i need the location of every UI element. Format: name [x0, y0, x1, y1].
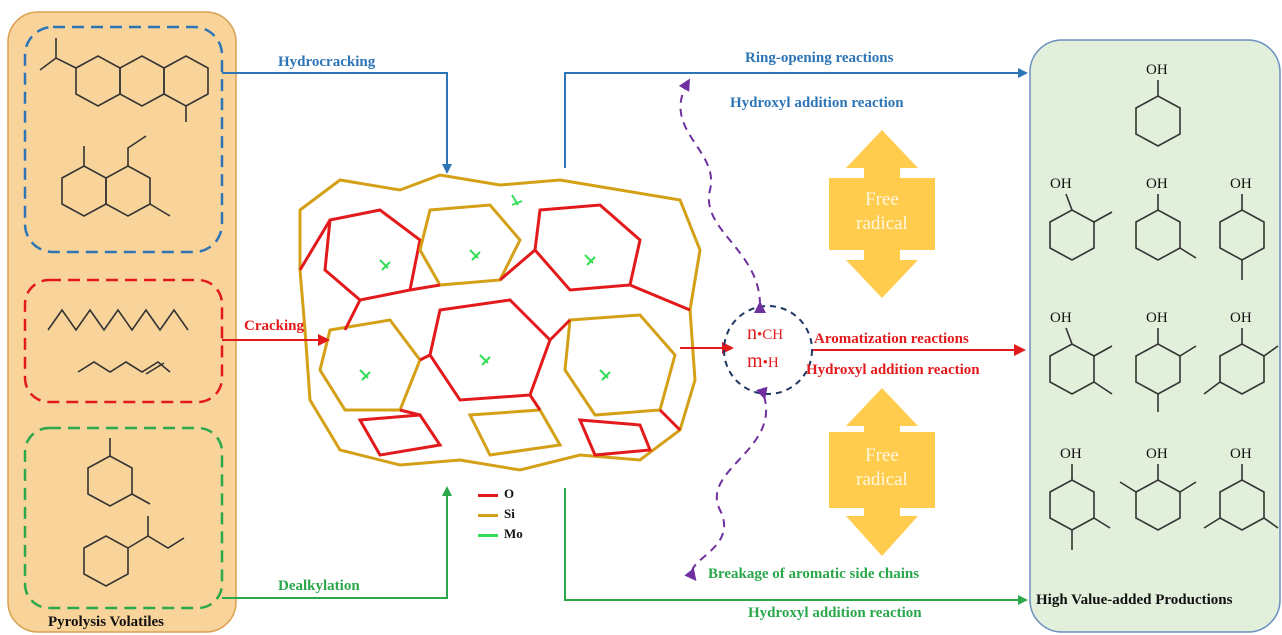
right-panel [1029, 39, 1281, 633]
phenolic-products [1049, 80, 1279, 550]
h-radical: m•H [747, 350, 779, 373]
ring-opening-label: Ring-opening reactions [745, 50, 894, 66]
dealkylation-arrow [222, 486, 452, 599]
right-panel-title: High Value-added Productions [1036, 592, 1233, 608]
free-radical-line2: radical [856, 469, 908, 490]
isopropyl-methylphenanthrene [39, 38, 209, 122]
purple-curve-top [678, 78, 767, 314]
ring-opening-arrow [564, 68, 1028, 168]
radical-dot: • [762, 355, 768, 371]
oh-label: OH [1146, 176, 1168, 192]
free-radical-arrow-top [829, 130, 935, 298]
oh-label: OH [1146, 446, 1168, 462]
hydrocracking-arrow [222, 72, 452, 174]
purple-curve-bottom [684, 386, 768, 582]
radical-dot: • [757, 327, 763, 343]
oh-label: OH [1050, 176, 1072, 192]
mo-zeolite-framework [298, 173, 702, 472]
ethyl-dimethylnaphthalene [61, 135, 171, 217]
ch-radical: n•CH [747, 322, 783, 345]
legend-mo: Mo [478, 526, 523, 542]
legend-si-label: Si [504, 506, 515, 521]
free-radical-text-bottom: Free radical [827, 444, 937, 492]
green-group-box [23, 426, 224, 610]
free-radical-arrow-bottom [829, 388, 935, 556]
oh-label: OH [1230, 446, 1252, 462]
dealkylation-label: Dealkylation [278, 578, 360, 594]
oh-label: OH [1060, 446, 1082, 462]
ch-label: CH [762, 327, 784, 343]
free-radical-line1: Free [865, 189, 899, 210]
methyl-aromatics [83, 438, 185, 587]
left-panel [7, 11, 237, 633]
oh-label: OH [1230, 310, 1252, 326]
hydroxyl-top-label: Hydroxyl addition reaction [730, 95, 904, 111]
oh-label: OH [1146, 310, 1168, 326]
aromatization-label: Aromatization reactions [814, 331, 969, 347]
legend-si: Si [478, 506, 515, 522]
oh-label: OH [1230, 176, 1252, 192]
breakage-label: Breakage of aromatic side chains [708, 566, 920, 582]
radical-pool-circle [723, 305, 813, 395]
oh-label: OH [1146, 62, 1168, 78]
h-label: H [767, 355, 779, 371]
free-radical-line2: radical [856, 213, 908, 234]
legend-o: O [478, 486, 514, 502]
red-group-box [23, 278, 224, 404]
cracking-label: Cracking [244, 318, 304, 334]
left-panel-title: Pyrolysis Volatiles [48, 614, 164, 630]
h-coef: m [747, 350, 763, 372]
linear-alkanes [47, 308, 189, 375]
blue-group-box [23, 25, 224, 254]
legend-o-label: O [504, 486, 515, 501]
hydrocracking-label: Hydrocracking [278, 54, 376, 70]
free-radical-text-top: Free radical [827, 188, 937, 236]
oh-label: OH [1050, 310, 1072, 326]
hydroxyl-bottom-label: Hydroxyl addition reaction [748, 605, 922, 621]
hydroxyl-mid-label: Hydroxyl addition reaction [806, 362, 980, 378]
free-radical-line1: Free [865, 445, 899, 466]
legend-mo-label: Mo [504, 526, 523, 541]
bottom-pathway-arrow [564, 488, 1028, 605]
ch-coef: n [747, 322, 757, 344]
